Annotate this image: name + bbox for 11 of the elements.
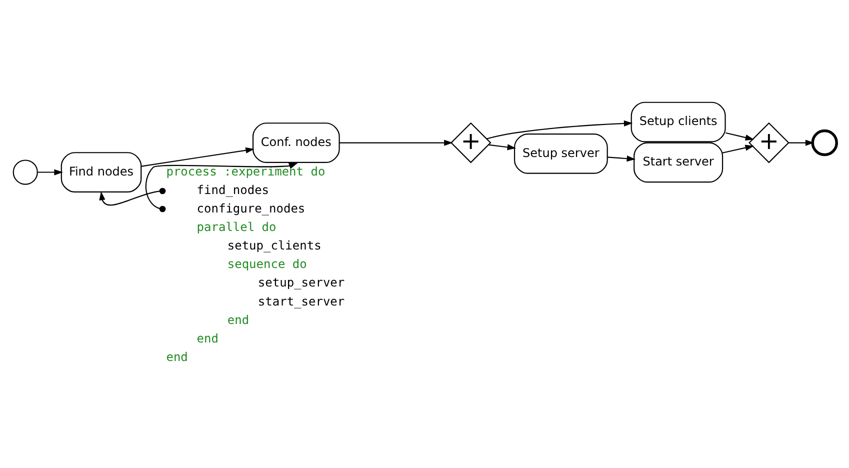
label: process :experiment do <box>166 164 325 178</box>
label: setup_clients <box>226 238 321 252</box>
label: end <box>226 312 249 326</box>
label: start_server <box>257 294 344 308</box>
node-text: find_nodes <box>196 182 269 196</box>
label: end <box>196 330 218 345</box>
label: setup_server <box>257 275 344 290</box>
label: sequence do <box>226 256 306 271</box>
node-text: configure_nodes <box>196 200 305 215</box>
label: parallel do <box>196 220 276 234</box>
label: end <box>166 349 188 364</box>
